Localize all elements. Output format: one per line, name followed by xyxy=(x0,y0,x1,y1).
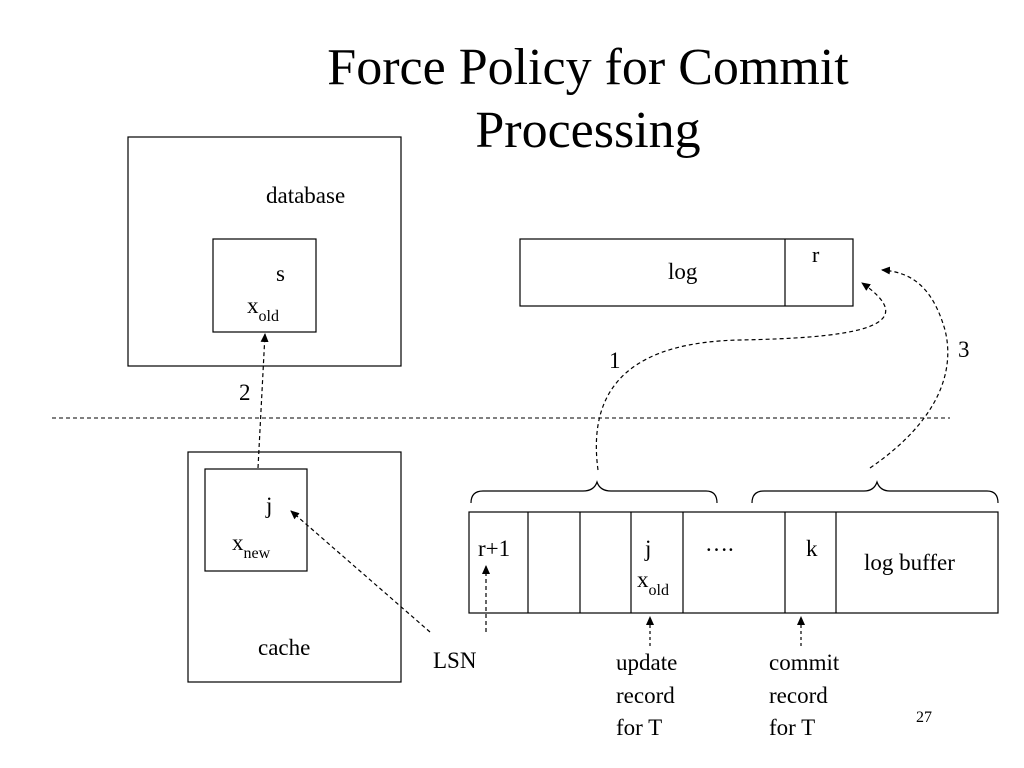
cache-box xyxy=(187,451,402,683)
database-page-value: xold xyxy=(247,293,279,325)
commit-record-line: commit xyxy=(769,650,840,675)
arrow-3 xyxy=(869,266,949,469)
update-record-label: update record for T xyxy=(616,647,677,745)
log-buffer-label: log buffer xyxy=(864,550,955,575)
value-subscript: new xyxy=(243,545,271,562)
lsn-to-cache-arrow xyxy=(290,510,431,633)
step-3-label: 3 xyxy=(958,337,970,362)
value-main: x xyxy=(637,567,649,592)
log-buffer-cell: r+1 xyxy=(478,536,511,561)
log-box xyxy=(519,238,854,307)
database-page-id: s xyxy=(276,261,285,286)
log-record-label: r xyxy=(812,242,820,267)
log-buffer-cell: …. xyxy=(705,531,734,556)
cache-label: cache xyxy=(258,635,311,660)
database-page-box xyxy=(212,238,317,333)
page-number: 27 xyxy=(916,709,932,726)
cache-page-id: j xyxy=(266,493,273,518)
right-brace xyxy=(751,480,999,504)
value-subscript: old xyxy=(258,308,279,325)
log-buffer-cell-value: xold xyxy=(637,567,669,599)
cache-page-value: xnew xyxy=(232,530,270,562)
log-buffer-cell: j xyxy=(645,536,652,561)
value-main: x xyxy=(247,293,259,318)
update-record-line: update xyxy=(616,650,678,675)
database-box xyxy=(127,136,402,367)
arrow-1 xyxy=(595,282,887,471)
left-brace xyxy=(470,480,718,504)
value-subscript: old xyxy=(648,582,669,599)
database-label: database xyxy=(266,183,346,208)
step-2-label: 2 xyxy=(239,380,251,405)
update-record-line: for T xyxy=(616,715,663,741)
value-main: x xyxy=(232,530,244,555)
slide-title-line2: Processing xyxy=(475,102,701,160)
lsn-label: LSN xyxy=(433,648,477,673)
log-buffer-cell: k xyxy=(806,536,818,561)
update-record-line: record xyxy=(616,682,675,708)
cache-page-box xyxy=(204,468,308,572)
slide-title: Force Policy for Commit Processing xyxy=(258,36,918,163)
log-label: log xyxy=(668,259,698,284)
slide-title-line1: Force Policy for Commit xyxy=(327,39,849,96)
log-buffer-box xyxy=(468,511,999,614)
commit-record-label: commit record for T xyxy=(769,647,839,745)
step-1-label: 1 xyxy=(609,348,621,373)
commit-record-line: for T xyxy=(769,715,816,741)
arrow-2 xyxy=(257,333,269,469)
commit-record-line: record xyxy=(769,682,828,708)
